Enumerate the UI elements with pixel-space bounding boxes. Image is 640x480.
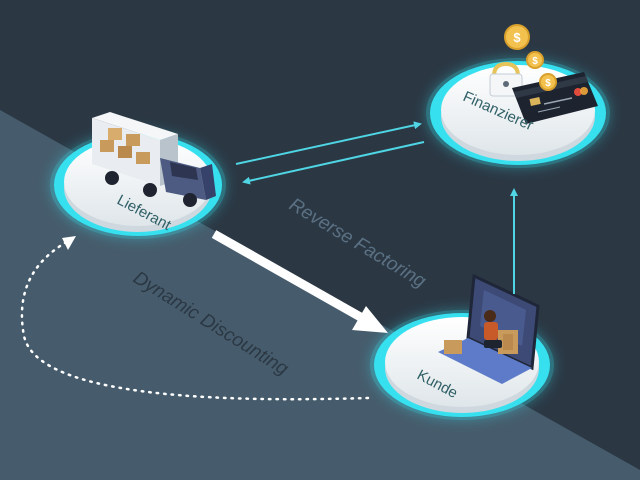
node-customer: Kunde [370, 273, 554, 420]
truck-icon [92, 112, 216, 207]
dotted-arrow-head [62, 236, 76, 250]
arrow-supplier-to-customer [211, 230, 388, 333]
svg-text:$: $ [513, 30, 521, 45]
arrow-supplier-to-financier [235, 121, 422, 165]
arrow-financier-to-supplier [242, 141, 425, 185]
laptop-shopper-icon [438, 273, 540, 384]
arrow-customer-to-supplier-dotted [20, 238, 370, 401]
svg-text:$: $ [532, 56, 538, 67]
coin-icon: $ $ $ [504, 24, 557, 91]
node-supplier: Lieferant [50, 112, 226, 239]
svg-text:$: $ [545, 78, 551, 89]
node-financier: $ $ $ Finanzierer [426, 24, 610, 168]
